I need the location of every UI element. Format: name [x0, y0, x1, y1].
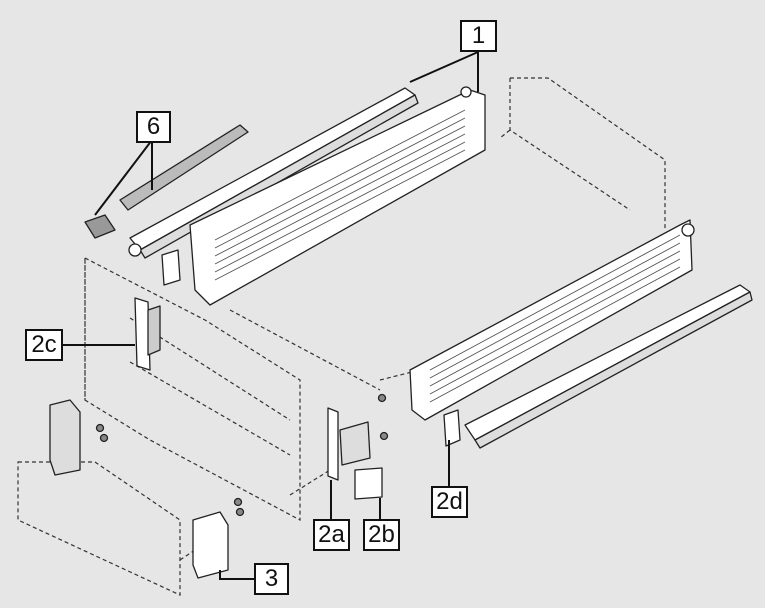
cap-2b	[354, 467, 383, 500]
right-drawer-side	[409, 219, 693, 421]
label-part-2c: 2c	[25, 329, 63, 361]
label-part-2d: 2d	[431, 486, 468, 518]
back-panel-outline	[499, 77, 666, 230]
bracket-2c	[134, 297, 151, 371]
cap	[161, 249, 181, 286]
front-fixing-left	[49, 399, 81, 476]
runner-roller	[128, 243, 142, 257]
bracket-2a	[327, 407, 339, 481]
label-part-2a: 2a	[313, 519, 350, 551]
soft-close-bracket	[84, 214, 116, 239]
label-part-1: 1	[460, 20, 497, 52]
clip-2d	[443, 409, 461, 447]
front-fixing-3	[192, 511, 229, 579]
label-part-3: 3	[254, 563, 289, 595]
side-panel-outline	[84, 257, 301, 521]
label-part-6: 6	[136, 111, 171, 143]
label-part-2b: 2b	[363, 519, 400, 551]
leader-lines	[60, 51, 479, 580]
front-panel-outline	[17, 461, 181, 596]
